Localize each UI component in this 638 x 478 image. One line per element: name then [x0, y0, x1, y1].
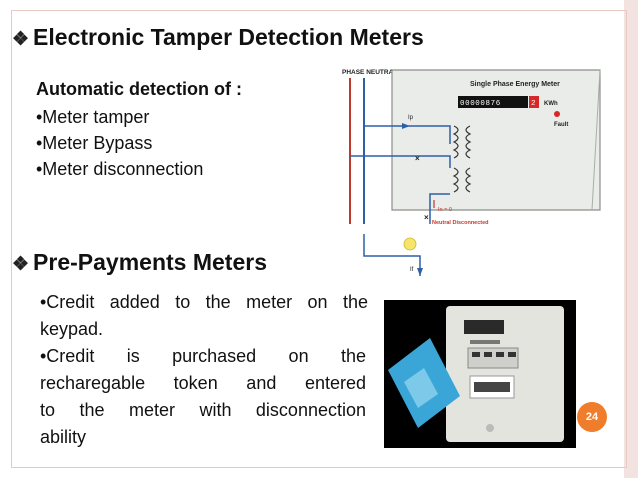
- key-icon: [472, 352, 480, 357]
- prepay-line: recharegable token and entered: [40, 373, 366, 393]
- section-heading-prepayment: ❖Pre-Payments Meters: [12, 249, 267, 276]
- token-card-chip: [404, 368, 438, 408]
- diamond-bullet-icon: ❖: [12, 29, 30, 50]
- prepay-line: to the meter with disconnection: [40, 400, 366, 420]
- phase-current-path: [364, 125, 451, 144]
- prepay-line: ability: [40, 427, 87, 447]
- neutral-disconnected-label: Neutral Disconnected: [432, 220, 489, 226]
- meter-lcd: [464, 320, 504, 334]
- counter-digits: 00000876: [460, 100, 501, 108]
- meter-body: [391, 69, 601, 211]
- counter-red-digit: 2: [531, 100, 536, 108]
- ip-label: Ip: [408, 115, 414, 121]
- detection-item: •Meter Bypass: [36, 133, 153, 153]
- fault-label: Fault: [554, 122, 568, 128]
- detection-item: •Meter tamper: [36, 107, 150, 127]
- in-label: In = 0: [438, 207, 452, 213]
- detection-item: •Meter disconnection: [36, 159, 204, 179]
- if-arrow-icon: [417, 268, 423, 276]
- prepayment-meter-photo: [384, 300, 576, 448]
- voltage-coil-icon: [452, 167, 459, 193]
- barcode-icon: [474, 382, 510, 392]
- slide-right-band: [624, 0, 638, 478]
- if-label: If: [410, 267, 414, 273]
- automatic-detection-subheading: Automatic detection of :: [36, 79, 242, 99]
- frame-top-line: [11, 10, 627, 11]
- meter-label-strip: [470, 340, 500, 344]
- ip-arrow-icon: [402, 123, 410, 129]
- return-path: [429, 193, 450, 224]
- frame-bottom-line: [11, 467, 627, 468]
- tamper-wiring-diagram: PHASE NEUTRAL Single Phase Energy Meter …: [330, 64, 608, 288]
- break-x-icon: ×: [415, 154, 420, 163]
- prepay-line: •Credit is purchased on the: [40, 346, 366, 366]
- meter-screw: [486, 424, 494, 432]
- kwh-counter: [458, 96, 528, 108]
- meter-keypad: [467, 347, 519, 369]
- counter-red-digit-box: [529, 96, 539, 108]
- fault-led-icon: [554, 111, 560, 117]
- lamp-icon: [403, 237, 417, 251]
- phase-neutral-label: PHASE NEUTRAL: [342, 69, 397, 76]
- key-icon: [496, 352, 504, 357]
- meter-title: Single Phase Energy Meter: [470, 81, 560, 88]
- section-heading-tamper: ❖Electronic Tamper Detection Meters: [12, 24, 424, 51]
- meter-edge: [591, 69, 601, 211]
- counter-unit: KWh: [544, 101, 558, 107]
- current-coil-icon: [452, 125, 459, 159]
- key-icon: [484, 352, 492, 357]
- earth-path: [363, 234, 421, 276]
- key-icon: [508, 352, 516, 357]
- break-x-icon: ×: [424, 213, 429, 222]
- current-coil-icon: [465, 125, 472, 159]
- page-number-badge: 24: [577, 402, 607, 432]
- voltage-coil-icon: [465, 167, 472, 193]
- prepay-line: keypad.: [40, 319, 104, 339]
- heading-text: Electronic Tamper Detection Meters: [33, 24, 424, 50]
- prepay-line: •Credit added to the meter on the: [40, 292, 368, 312]
- prepay-point-1: •Credit added to the meter on the keypad…: [40, 289, 368, 343]
- frame-right-line: [626, 10, 627, 468]
- meter-housing: [446, 306, 564, 442]
- frame-left-line: [11, 10, 12, 468]
- neutral-path: [350, 155, 451, 168]
- prepay-point-2: •Credit is purchased on the recharegable…: [40, 343, 366, 451]
- heading-text: Pre-Payments Meters: [33, 249, 267, 275]
- diamond-bullet-icon: ❖: [12, 254, 30, 275]
